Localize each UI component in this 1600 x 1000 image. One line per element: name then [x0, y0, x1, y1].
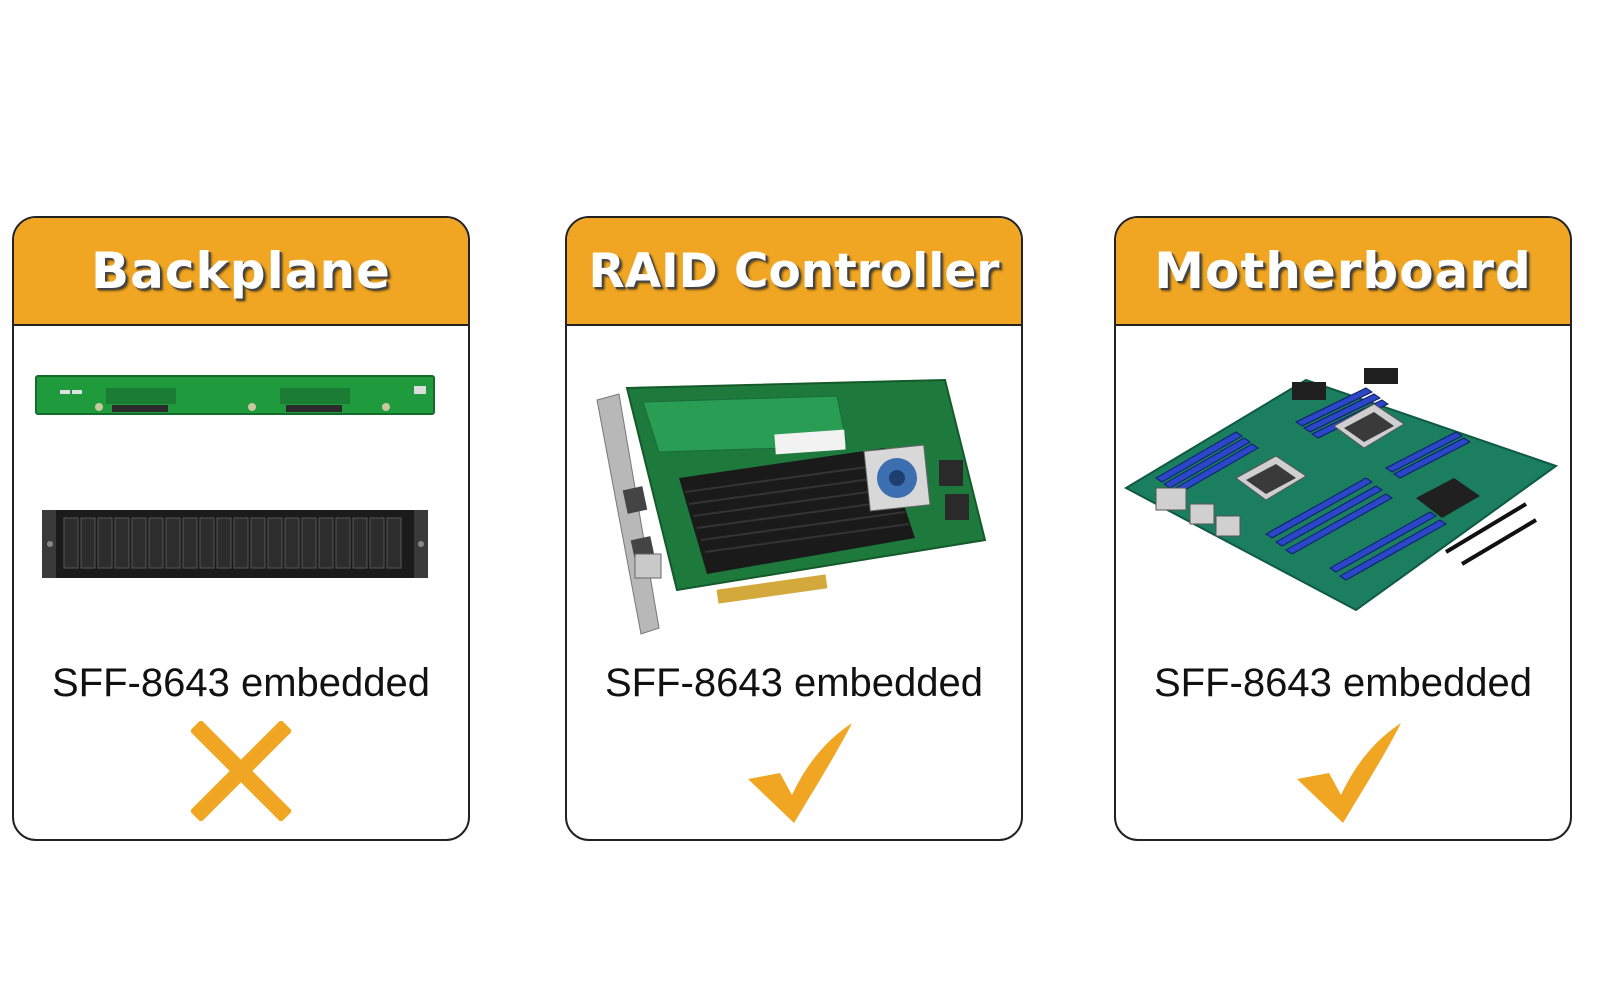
raid-controller-image	[567, 328, 1021, 648]
card-caption: SFF-8643 embedded	[51, 661, 430, 705]
card-title: Backplane	[91, 242, 391, 300]
card-title: RAID Controller	[588, 243, 1000, 299]
card-motherboard: Motherboard	[1114, 216, 1572, 841]
motherboard-image	[1116, 328, 1570, 648]
raid-card-illustration	[596, 378, 987, 635]
cross-icon	[191, 721, 291, 821]
check-icon	[1297, 723, 1401, 823]
backplane-board-illustration	[35, 375, 435, 578]
card-header: Motherboard	[1116, 218, 1570, 326]
check-icon	[748, 723, 852, 823]
card-header: RAID Controller	[567, 218, 1021, 326]
backplane-image	[14, 328, 468, 648]
card-header: Backplane	[14, 218, 468, 326]
card-caption: SFF-8643 embedded	[604, 661, 983, 705]
card-raid-controller: RAID Controller	[565, 216, 1023, 841]
card-backplane: Backplane	[12, 216, 470, 841]
card-title: Motherboard	[1154, 242, 1532, 300]
card-caption: SFF-8643 embedded	[1153, 661, 1532, 705]
motherboard-illustration	[1123, 368, 1559, 612]
